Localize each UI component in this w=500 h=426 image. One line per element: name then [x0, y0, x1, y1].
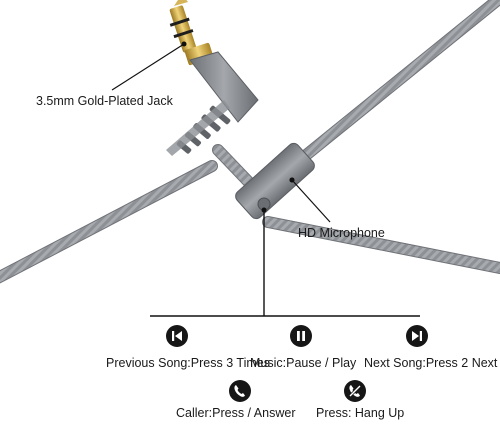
answer-call-label: Caller:Press / Answer	[176, 406, 296, 420]
next-song-label: Next Song:Press 2 Next	[364, 356, 498, 370]
jack-label: 3.5mm Gold-Plated Jack	[36, 94, 173, 108]
mic-label: HD Microphone	[298, 226, 385, 240]
next-track-icon	[406, 325, 428, 347]
previous-track-icon	[166, 325, 188, 347]
audio-jack	[166, 0, 259, 156]
mic-callout-line	[291, 179, 331, 223]
pause-icon	[290, 325, 312, 347]
braided-cable-upper-right	[294, 0, 500, 166]
phone-icon	[229, 380, 251, 402]
hang-up-label: Press: Hang Up	[316, 406, 405, 420]
play-pause-label: Music:Pause / Play	[250, 356, 357, 370]
braided-cable-left	[0, 160, 218, 284]
braided-cable-lower-right	[262, 216, 500, 275]
previous-song-label: Previous Song:Press 3 Times	[106, 356, 270, 370]
jack-callout-line	[111, 43, 185, 91]
hang-up-icon	[344, 380, 366, 402]
